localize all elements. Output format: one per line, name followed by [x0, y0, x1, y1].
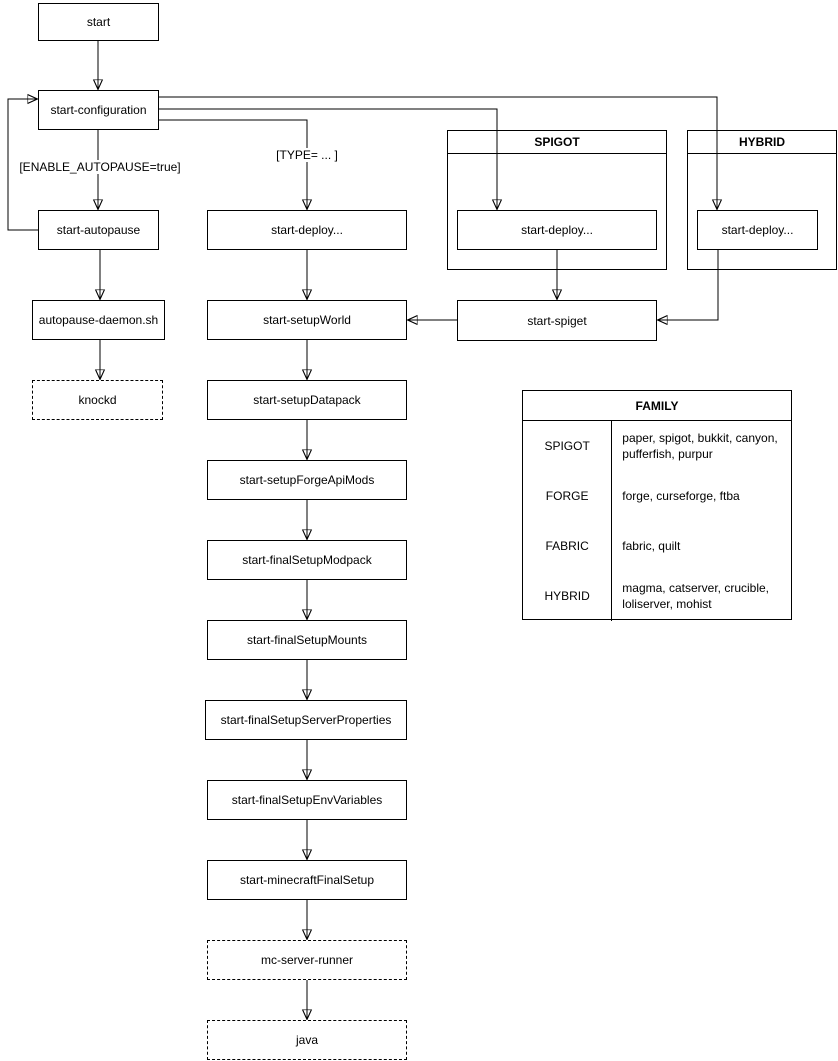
family-row-fabric: FABRIC fabric, quilt	[523, 521, 791, 571]
edge-start-configuration-to-start-deploy-spigot	[158, 108, 497, 209]
family-row-forge: FORGE forge, curseforge, ftba	[523, 471, 791, 521]
family-members-hybrid: magma, catserver, crucible, loliserver, …	[622, 580, 769, 611]
node-start-spiget: start-spiget	[457, 300, 657, 341]
node-start-minecraft-final-setup: start-minecraftFinalSetup	[207, 860, 407, 900]
node-start-configuration: start-configuration	[38, 90, 159, 130]
node-start-setup-world: start-setupWorld	[207, 300, 407, 340]
node-start-setup-forge-api-mods: start-setupForgeApiMods	[207, 460, 407, 500]
node-start: start	[38, 3, 159, 41]
family-cell-forge: FORGE	[523, 471, 613, 521]
node-start-final-setup-modpack: start-finalSetupModpack	[207, 540, 407, 580]
edge-start-deploy-hybrid-to-start-spiget	[658, 250, 719, 320]
node-knockd: knockd	[32, 380, 163, 420]
group-spigot: SPIGOT	[447, 130, 667, 270]
edge-start-configuration-to-start-deploy-hybrid	[158, 96, 717, 209]
edge-start-autopause-loop-to-start-configuration	[7, 99, 38, 231]
edge-label-enable-autopause: [ENABLE_AUTOPAUSE=true]	[16, 160, 184, 174]
family-members-spigot: paper, spigot, bukkit, canyon, pufferfis…	[622, 430, 778, 461]
node-start-final-setup-server-properties: start-finalSetupServerProperties	[205, 700, 407, 740]
edge-label-type: [TYPE= ... ]	[273, 148, 341, 162]
node-start-autopause: start-autopause	[38, 210, 159, 250]
group-spigot-title: SPIGOT	[448, 131, 666, 154]
family-cell-fabric: FABRIC	[523, 521, 613, 571]
node-autopause-daemon: autopause-daemon.sh	[32, 300, 165, 340]
node-start-deploy-spigot: start-deploy...	[457, 210, 657, 250]
node-mc-server-runner: mc-server-runner	[207, 940, 407, 980]
family-row-spigot: SPIGOT paper, spigot, bukkit, canyon, pu…	[523, 421, 791, 471]
family-members-forge: forge, curseforge, ftba	[622, 488, 740, 503]
node-start-setup-datapack: start-setupDatapack	[207, 380, 407, 420]
family-cell-hybrid: HYBRID	[523, 571, 613, 621]
family-table: FAMILY SPIGOT paper, spigot, bukkit, can…	[522, 390, 792, 621]
node-java: java	[207, 1020, 407, 1060]
group-hybrid: HYBRID	[687, 130, 837, 270]
node-start-final-setup-mounts: start-finalSetupMounts	[207, 620, 407, 660]
family-table-title: FAMILY	[523, 391, 791, 421]
family-cell-spigot: SPIGOT	[523, 421, 613, 471]
edge-start-configuration-to-start-deploy-main	[158, 119, 307, 209]
family-row-hybrid: HYBRID magma, catserver, crucible, lolis…	[523, 571, 791, 621]
node-start-deploy-hybrid: start-deploy...	[697, 210, 818, 250]
node-start-final-setup-env-variables: start-finalSetupEnvVariables	[207, 780, 407, 820]
group-hybrid-title: HYBRID	[688, 131, 836, 154]
node-start-deploy-main: start-deploy...	[207, 210, 407, 250]
family-members-fabric: fabric, quilt	[622, 538, 681, 553]
